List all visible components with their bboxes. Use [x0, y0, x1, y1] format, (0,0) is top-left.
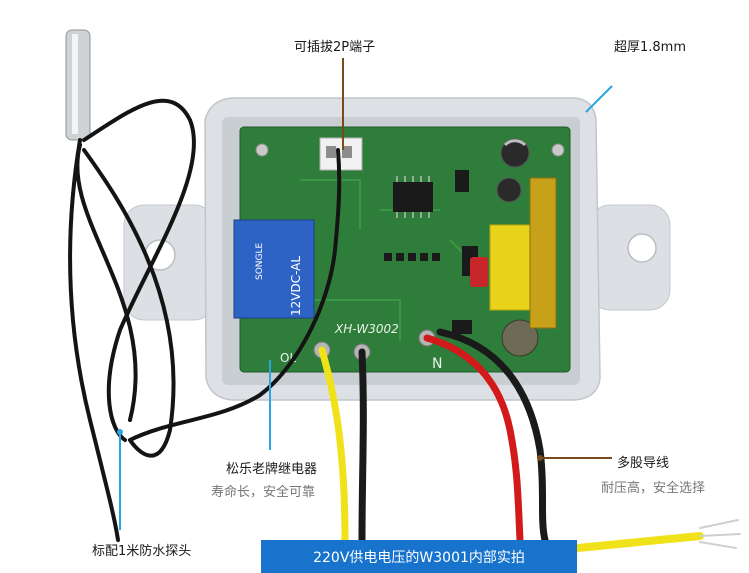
callout-relay: 松乐老牌继电器 — [226, 462, 318, 477]
probe-cable — [68, 98, 342, 542]
leader-lines — [117, 58, 613, 530]
temperature-probe — [65, 29, 91, 141]
callout-relay-note: 寿命长，安全可靠 — [211, 485, 316, 500]
callout-thickness: 超厚1.8mm — [614, 40, 687, 55]
caption-text: 220V供电电压的W3001内部实拍 — [313, 549, 525, 566]
callout-wires: 多股导线 — [617, 456, 670, 471]
callout-terminal: 可插拔2P端子 — [294, 40, 376, 55]
callout-wires-note: 耐压高，安全选择 — [601, 481, 706, 496]
pcb-model-print: XH-W3002 — [334, 322, 399, 336]
relay: SONGLE 12VDC-AL — [233, 219, 315, 319]
relay-brand-print: SONGLE — [255, 242, 265, 280]
relay-voltage-print: 12VDC-AL — [289, 256, 303, 316]
callout-probe: 标配1米防水探头 — [92, 544, 192, 559]
pcb-board: XH-W3002 OL N — [239, 126, 571, 373]
wires — [318, 328, 741, 552]
caption-bar: 220V供电电压的W3001内部实拍 — [261, 540, 577, 573]
pcb-terminal-mark-n: N — [432, 356, 442, 372]
